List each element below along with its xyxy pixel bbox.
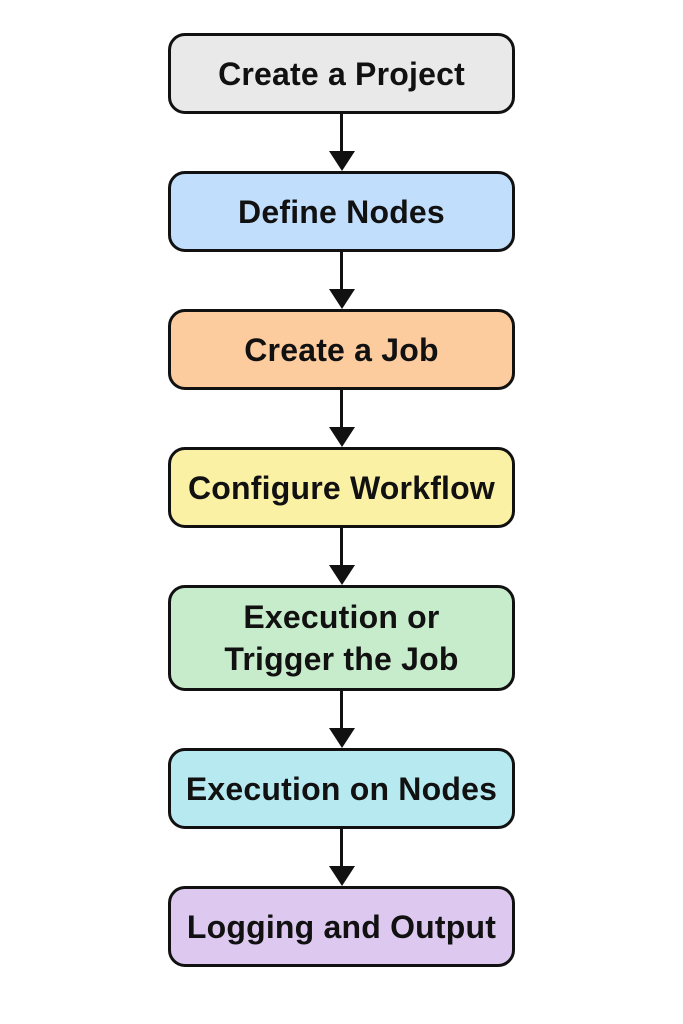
arrow-head-icon: [328, 565, 355, 585]
flow-step-execution-on-nodes: Execution on Nodes: [168, 748, 515, 829]
flow-step-create-project: Create a Project: [168, 33, 515, 114]
flow-step-label: Configure Workflow: [188, 469, 495, 506]
arrow-stem: [339, 390, 344, 427]
flow-step-create-job: Create a Job: [168, 309, 515, 390]
arrow-stem: [339, 829, 344, 866]
arrow-stem: [339, 528, 344, 565]
flowchart: Create a Project Define Nodes Create a J…: [168, 33, 515, 967]
flow-step-logging-and-output: Logging and Output: [168, 886, 515, 967]
arrow-head-icon: [328, 728, 355, 748]
flow-step-label: Create a Job: [244, 331, 439, 368]
arrow-stem: [339, 252, 344, 289]
flow-step-label: Define Nodes: [238, 193, 445, 230]
arrow-head-icon: [328, 289, 355, 309]
flow-step-label: Logging and Output: [186, 908, 497, 945]
arrow-head-icon: [328, 151, 355, 171]
arrow-head-icon: [328, 866, 355, 886]
flow-step-define-nodes: Define Nodes: [168, 171, 515, 252]
flow-arrow-to-configure-workflow: [328, 390, 355, 447]
flow-step-configure-workflow: Configure Workflow: [168, 447, 515, 528]
flow-arrow-to-logging-and-output: [328, 829, 355, 886]
flow-arrow-to-define-nodes: [328, 114, 355, 171]
flow-arrow-to-execution-on-nodes: [328, 691, 355, 748]
flow-arrow-to-create-job: [328, 252, 355, 309]
flow-step-label: Create a Project: [218, 55, 465, 92]
arrow-head-icon: [328, 427, 355, 447]
flow-step-label: Execution on Nodes: [185, 770, 498, 807]
flow-arrow-to-execute-trigger-job: [328, 528, 355, 585]
arrow-stem: [339, 114, 344, 151]
arrow-stem: [339, 691, 344, 728]
